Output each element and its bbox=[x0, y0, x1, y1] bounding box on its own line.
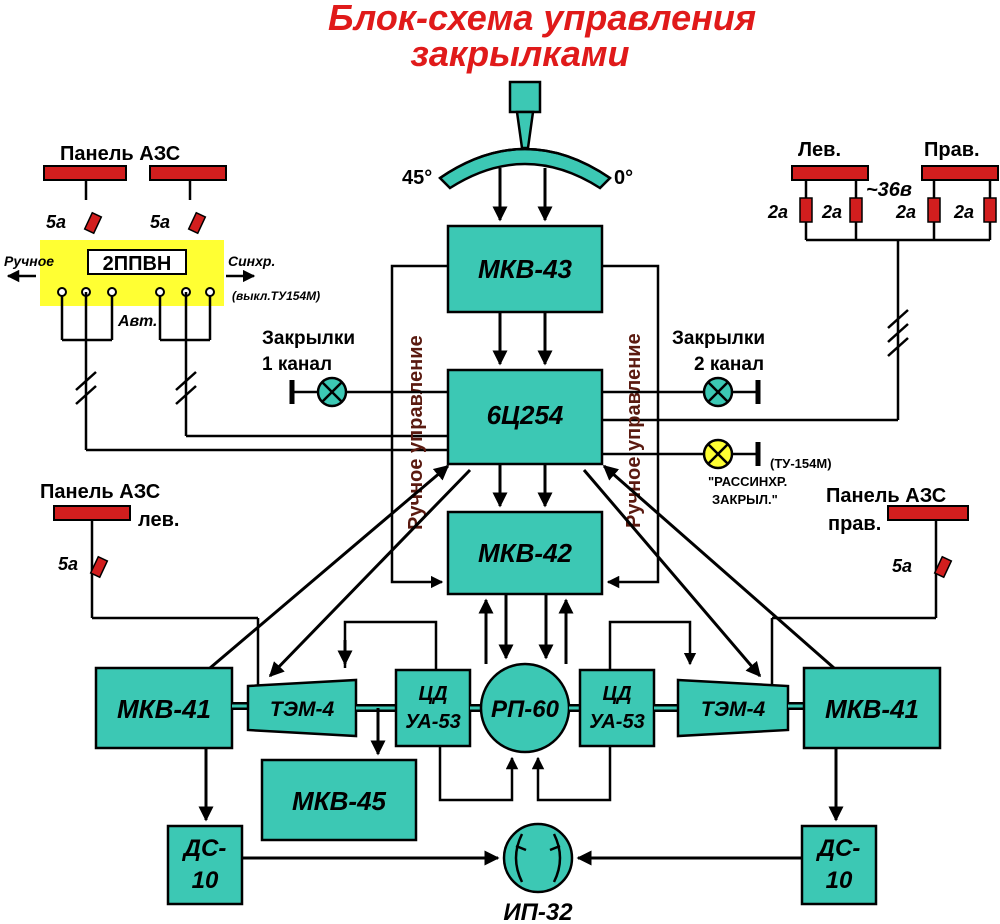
bus-bar-top-left-1 bbox=[43, 165, 127, 181]
block-tem-4-right-label: ТЭМ-4 bbox=[701, 698, 766, 721]
vertical-label-left: Ручное управление bbox=[405, 335, 427, 530]
fuse-icon bbox=[927, 197, 941, 223]
lamp-ch1-label-1: Закрылки bbox=[262, 328, 355, 349]
block-ip-32 bbox=[502, 822, 574, 894]
title-line-1: Блок-схема управления bbox=[328, 0, 756, 38]
block-mkv-41-right-label: МКВ-41 bbox=[825, 694, 919, 724]
switch-sync-note: (выкл.ТУ154М) bbox=[232, 289, 320, 303]
switch-manual-label: Ручное bbox=[4, 253, 54, 269]
block-cd-right-label-1: ЦД bbox=[602, 683, 631, 705]
bus-bar-top-left-2 bbox=[149, 165, 227, 181]
fuse-icon bbox=[187, 211, 207, 235]
lev-label: Лев. bbox=[798, 139, 841, 161]
panel-azs-right-label-2: прав. bbox=[828, 513, 881, 535]
flap-dial bbox=[438, 147, 612, 190]
block-tem-4-left-label: ТЭМ-4 bbox=[270, 698, 335, 721]
block-mkv-43-label: МКВ-43 bbox=[478, 254, 573, 284]
block-mkv-45 bbox=[260, 758, 418, 842]
flap-lever bbox=[508, 80, 542, 150]
title-line-2: закрылками bbox=[410, 33, 629, 74]
panel-azs-left-label-2: лев. bbox=[138, 509, 179, 531]
lamp-ch1-label-2: 1 канал bbox=[262, 354, 332, 375]
block-mkv-45-label: МКВ-45 bbox=[292, 786, 387, 816]
fuse-r2-label: 2а bbox=[821, 202, 842, 222]
fuse-icon bbox=[933, 555, 953, 579]
block-rp-60-label: РП-60 bbox=[491, 696, 560, 723]
fuse-r4-label: 2а bbox=[953, 202, 974, 222]
switch-auto-label: Авт. bbox=[117, 313, 157, 330]
block-6c254 bbox=[446, 368, 604, 466]
fuse-icon bbox=[799, 197, 813, 223]
lamp-icon bbox=[702, 438, 734, 470]
bus-bar-lev bbox=[791, 165, 869, 181]
fuse-top-left-b-label: 5а bbox=[150, 212, 170, 232]
fuse-icon bbox=[83, 211, 103, 235]
block-mkv-43 bbox=[446, 224, 604, 314]
lamp-icon bbox=[316, 376, 348, 408]
switch-2ppvn bbox=[40, 240, 224, 342]
block-ds-10-left-label-2: 10 bbox=[192, 867, 219, 894]
block-cd-left-label-1: ЦД bbox=[418, 683, 447, 705]
block-6c254-label: 6Ц254 bbox=[487, 400, 564, 430]
block-ds-10-right bbox=[800, 824, 878, 906]
block-tem-4-left bbox=[246, 678, 358, 738]
lamp-desync-model: (ТУ-154М) bbox=[770, 456, 832, 471]
block-ds-10-right-label-1: ДС- bbox=[816, 835, 861, 862]
block-cd-right-label-2: УА-53 bbox=[589, 711, 644, 733]
prav-label: Прав. bbox=[924, 139, 980, 161]
fuse-icon bbox=[849, 197, 863, 223]
block-mkv-41-left bbox=[94, 666, 234, 750]
fuse-icon bbox=[89, 555, 109, 579]
block-mkv-42 bbox=[446, 510, 604, 596]
fuse-top-left-a-label: 5а bbox=[46, 212, 66, 232]
fuse-left-label: 5а bbox=[58, 554, 78, 574]
vertical-label-right: Ручное управление bbox=[623, 333, 645, 528]
fuse-right-label: 5а bbox=[892, 556, 912, 576]
lamp-ch2-label-2: 2 канал bbox=[694, 354, 764, 375]
block-ds-10-right-label-2: 10 bbox=[826, 867, 853, 894]
panel-azs-left-label-1: Панель АЗС bbox=[40, 481, 160, 503]
block-mkv-42-label: МКВ-42 bbox=[478, 538, 573, 568]
panel-azs-right-label-1: Панель АЗС bbox=[826, 485, 946, 507]
block-cd-ua53-right bbox=[578, 668, 656, 748]
panel-azs-top-label: Панель АЗС bbox=[60, 143, 180, 165]
bus-bar-right bbox=[887, 505, 969, 521]
block-tem-4-right bbox=[676, 678, 790, 738]
block-ds-10-left bbox=[166, 824, 244, 906]
switch-sync-label: Синхр. bbox=[228, 253, 275, 269]
block-ds-10-left-label-1: ДС- bbox=[182, 835, 227, 862]
fuse-r1-label: 2а bbox=[767, 202, 788, 222]
block-cd-ua53-left bbox=[394, 668, 472, 748]
lamp-desync-label-1: "РАССИНХР. bbox=[708, 474, 787, 489]
block-cd-left-label-2: УА-53 bbox=[405, 711, 460, 733]
lamp-desync-label-2: ЗАКРЫЛ." bbox=[712, 492, 778, 507]
block-mkv-41-left-label: МКВ-41 bbox=[117, 694, 211, 724]
switch-name: 2ППВН bbox=[103, 253, 172, 275]
lamp-icon bbox=[702, 376, 734, 408]
dial-right-label: 0° bbox=[614, 167, 633, 189]
fuse-r3-label: 2а bbox=[895, 202, 916, 222]
block-ip-32-label: ИП-32 bbox=[503, 899, 573, 924]
fuse-icon bbox=[983, 197, 997, 223]
bus-bar-prav bbox=[921, 165, 999, 181]
voltage-label: ~36в bbox=[866, 179, 912, 201]
bus-bar-left bbox=[53, 505, 131, 521]
lamp-ch2-label-1: Закрылки bbox=[672, 328, 765, 349]
block-mkv-41-right bbox=[802, 666, 942, 750]
dial-left-label: 45° bbox=[402, 167, 432, 189]
